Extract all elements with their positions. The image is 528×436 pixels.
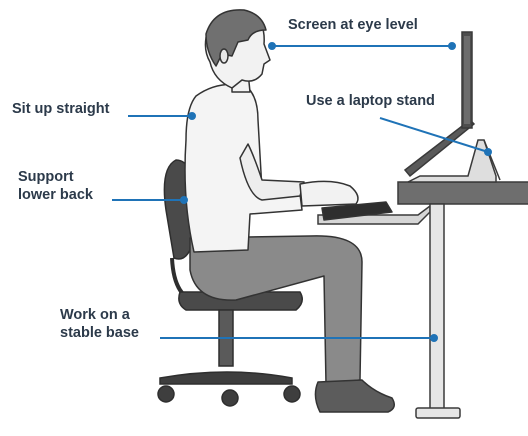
shoe — [314, 379, 395, 413]
hands — [299, 180, 359, 207]
label-support-lower-back: Support lower back — [18, 169, 93, 203]
seated-person — [184, 9, 395, 413]
desk — [317, 181, 528, 419]
forearm-sleeve — [239, 143, 305, 201]
label-screen-eye-level: Screen at eye level — [288, 17, 418, 33]
leader-lines — [112, 42, 492, 342]
leader-laptop-stand — [379, 117, 489, 153]
desk-foot — [415, 407, 461, 419]
label-stable-base: Work on a stable base — [60, 307, 139, 341]
laptop-stand-frame — [407, 139, 497, 183]
chair-wheel — [157, 385, 175, 403]
keyboard — [321, 201, 393, 221]
desk-top — [397, 181, 528, 205]
laptop-base — [403, 119, 476, 178]
chair-wheel — [283, 385, 301, 403]
label-sit-up-straight: Sit up straight — [12, 101, 110, 117]
laptop-on-stand — [403, 31, 501, 183]
label-laptop-stand: Use a laptop stand — [306, 93, 435, 109]
chair-wheel — [221, 389, 239, 407]
desk-leg — [429, 203, 445, 413]
chair-base — [159, 371, 293, 385]
ear — [219, 48, 229, 64]
